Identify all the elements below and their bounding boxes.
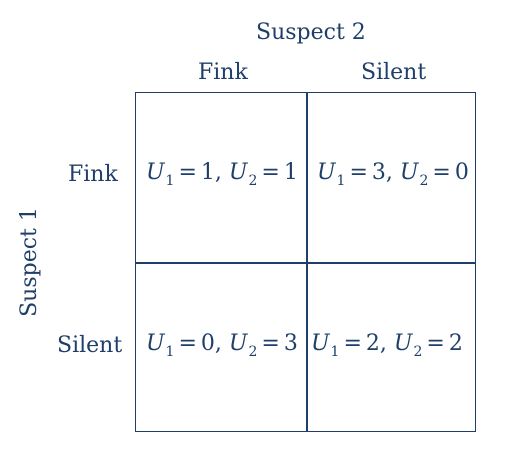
column-strategy-silent: Silent [361,60,427,85]
u1-value: 0 [200,331,215,356]
matrix-row-divider [135,262,476,264]
utility-symbol: U [228,331,248,356]
payoff-cell-fink-silent: U1=3, U2=0 [317,160,469,189]
row-player-label: Suspect 1 [17,207,42,317]
utility-symbol: U [317,160,336,185]
u2-value: 3 [283,331,298,356]
utility-symbol: U [311,331,330,356]
payoff-cell-silent-silent: U1=2, U2=2 [311,331,463,360]
utility-symbol: U [146,160,165,185]
utility-symbol: U [146,331,165,356]
column-strategy-fink: Fink [198,60,248,85]
u2-value: 0 [454,160,469,185]
row-strategy-fink: Fink [68,162,118,187]
utility-symbol: U [399,160,419,185]
u1-value: 3 [371,160,386,185]
column-player-label: Suspect 2 [256,20,366,45]
u2-value: 2 [448,331,463,356]
utility-symbol: U [228,160,248,185]
row-strategy-silent: Silent [57,333,123,358]
u1-value: 2 [365,331,380,356]
u2-value: 1 [283,160,298,185]
utility-symbol: U [393,331,413,356]
u1-value: 1 [200,160,215,185]
payoff-cell-fink-fink: U1=1, U2=1 [146,160,298,189]
payoff-cell-silent-fink: U1=0, U2=3 [146,331,298,360]
